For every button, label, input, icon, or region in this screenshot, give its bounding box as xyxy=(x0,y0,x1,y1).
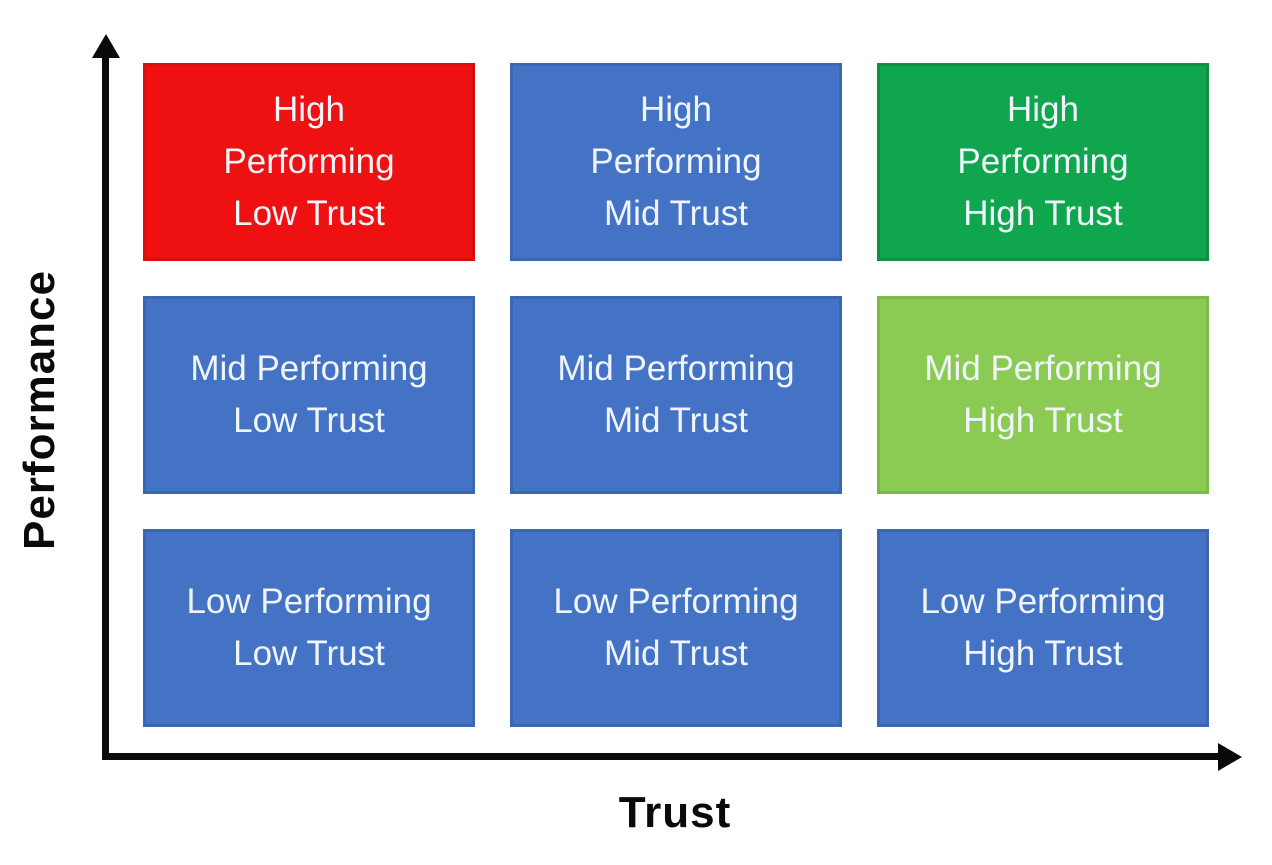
arrow-right-icon xyxy=(1218,742,1242,771)
cell-high-performing-high-trust: High Performing High Trust xyxy=(877,63,1209,261)
cell-low-performing-mid-trust: Low Performing Mid Trust xyxy=(510,529,842,727)
cell-low-performing-high-trust: Low Performing High Trust xyxy=(877,529,1209,727)
cell-low-performing-low-trust: Low Performing Low Trust xyxy=(143,529,475,727)
cell-mid-performing-low-trust: Mid Performing Low Trust xyxy=(143,296,475,494)
matrix-grid: High Performing Low Trust High Performin… xyxy=(143,63,1209,727)
y-axis-label: Performance xyxy=(15,270,64,551)
cell-high-performing-mid-trust: High Performing Mid Trust xyxy=(510,63,842,261)
y-axis-line xyxy=(102,52,109,760)
x-axis-label: Trust xyxy=(618,788,732,837)
cell-mid-performing-high-trust: Mid Performing High Trust xyxy=(877,296,1209,494)
cell-mid-performing-mid-trust: Mid Performing Mid Trust xyxy=(510,296,842,494)
arrow-up-icon xyxy=(92,34,120,58)
cell-high-performing-low-trust: High Performing Low Trust xyxy=(143,63,475,261)
x-axis-line xyxy=(102,753,1220,760)
